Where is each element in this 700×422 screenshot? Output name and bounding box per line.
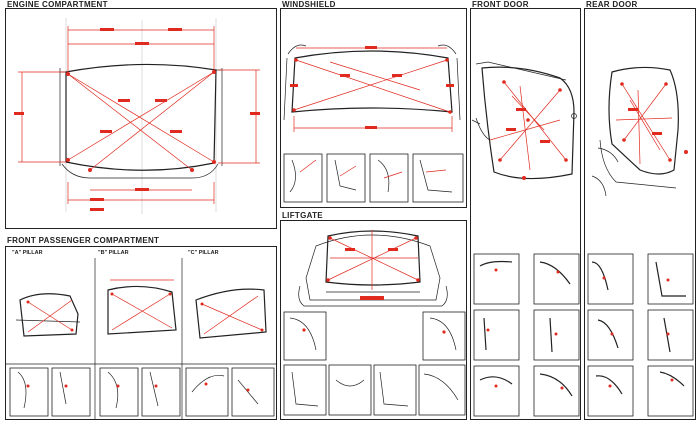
rear-door-title: REAR DOOR xyxy=(586,0,638,9)
passenger-compartment-drawing xyxy=(5,258,277,420)
front-door-title: FRONT DOOR xyxy=(472,0,529,9)
engine-compartment-drawing xyxy=(14,18,260,214)
a-pillar-title: "A" PILLAR xyxy=(12,250,43,256)
b-pillar-title: "B" PILLAR xyxy=(98,250,129,256)
c-pillar-title: "C" PILLAR xyxy=(188,250,219,256)
front-door-drawing xyxy=(471,61,577,180)
engine-compartment-title: ENGINE COMPARTMENT xyxy=(7,0,108,9)
front-passenger-compartment-title: FRONT PASSENGER COMPARTMENT xyxy=(7,236,160,245)
door-detail-boxes xyxy=(473,253,694,417)
liftgate-drawing xyxy=(283,230,466,416)
liftgate-title: LIFTGATE xyxy=(282,211,323,220)
windshield-title: WINDSHIELD xyxy=(282,0,336,9)
windshield-drawing xyxy=(283,44,464,203)
rear-door-drawing xyxy=(591,66,688,197)
